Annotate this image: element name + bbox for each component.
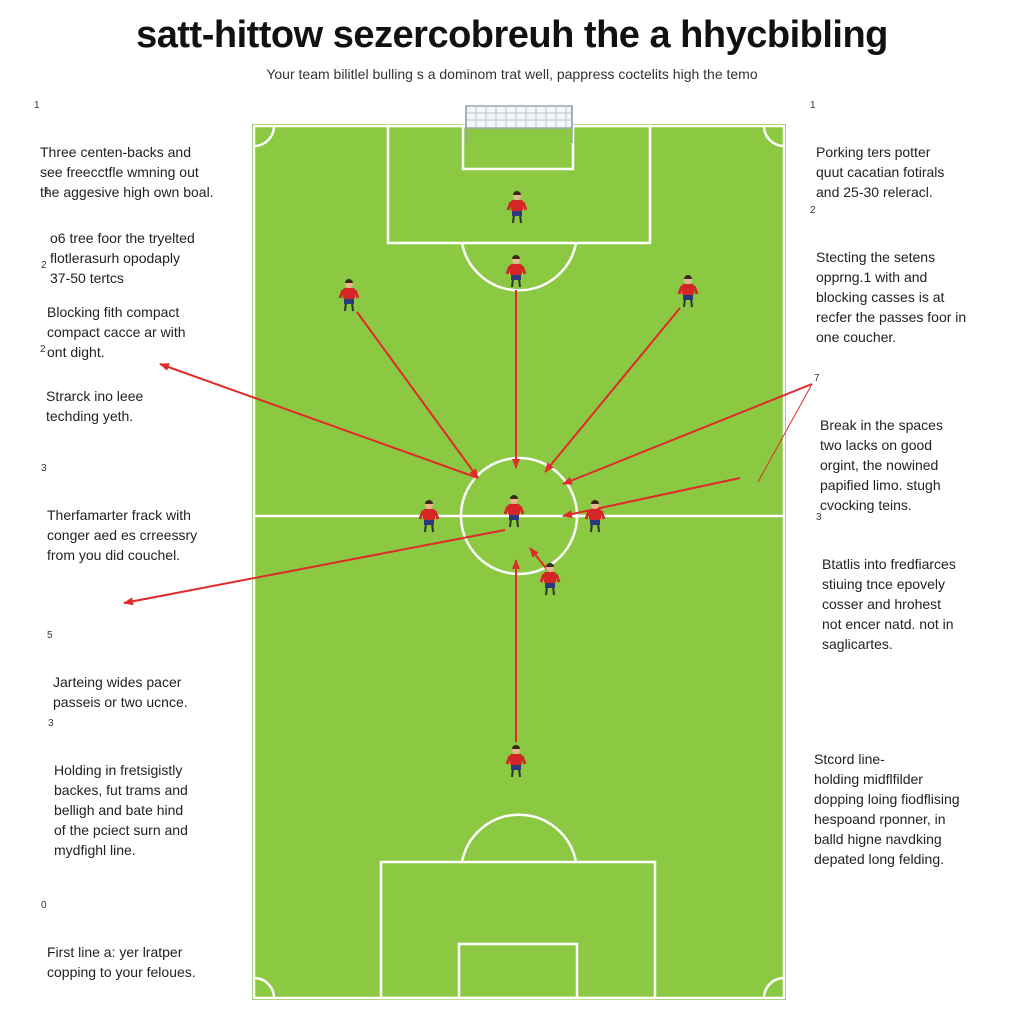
note-number: 2 bbox=[41, 260, 47, 271]
note-number: 2 bbox=[810, 205, 816, 216]
note-text: o6 tree foor the tryelted flotlerasurh o… bbox=[50, 230, 195, 286]
right-note-5: Stcord line- holding midflfilder dopping… bbox=[814, 709, 960, 869]
note-number: 7 bbox=[814, 373, 820, 384]
bottom-penalty-arc bbox=[460, 813, 578, 863]
note-text: Blocking fith compact compact cacce ar w… bbox=[47, 304, 186, 360]
top-goal-net bbox=[465, 105, 573, 143]
note-number: 3 bbox=[41, 463, 47, 474]
note-text: Holding in fretsigistly backes, fut tram… bbox=[54, 762, 188, 858]
left-note-6: 5 Jarteing wides pacer passeis or two uc… bbox=[47, 630, 188, 712]
note-text: Stecting the setens opprng.1 with and bl… bbox=[816, 249, 967, 345]
page-subtitle: Your team bilitlel bulling s a dominom t… bbox=[266, 66, 758, 82]
corner-arc-br bbox=[762, 976, 785, 999]
note-text: Break in the spaces two lacks on good or… bbox=[820, 417, 943, 513]
note-text: Therfamarter frack with conger aed es cr… bbox=[47, 507, 198, 563]
player-3 bbox=[338, 279, 360, 312]
player-5 bbox=[418, 500, 440, 533]
arrow-group bbox=[123, 290, 813, 742]
note-number: 1 bbox=[34, 100, 40, 111]
left-note-1: 1 Three centen-backs and see freecctfle … bbox=[34, 100, 214, 202]
player-8 bbox=[539, 563, 561, 596]
note-number: 2 bbox=[40, 344, 46, 355]
note-text: Three centen-backs and see freecctfle wm… bbox=[40, 144, 214, 200]
note-text: Porking ters potter quut cacatian fotira… bbox=[816, 144, 945, 200]
left-note-8: 0 First line a: yer lratper copping to y… bbox=[41, 900, 196, 982]
note-number: 3 bbox=[48, 718, 54, 729]
right-note-2: 2 Stecting the setens opprng.1 with and … bbox=[810, 205, 967, 347]
note-text: First line a: yer lratper copping to you… bbox=[47, 944, 196, 980]
right-note-1: 1 Porking ters potter quut cacatian foti… bbox=[810, 100, 945, 202]
arrow-rw-to-center bbox=[544, 307, 681, 473]
player-4 bbox=[677, 275, 699, 308]
right-note-3: 7 Break in the spaces two lacks on good … bbox=[814, 373, 943, 515]
corner-arc-bl bbox=[253, 976, 276, 999]
corner-arc-tl bbox=[253, 125, 276, 148]
note-number: 5 bbox=[47, 630, 53, 641]
left-note-2: 1 o6 tree foor the tryelted flotlerasurh… bbox=[44, 186, 195, 288]
page-title: satt-hittow sezercobreuh the a hhycbibli… bbox=[136, 14, 888, 56]
center-circle bbox=[459, 456, 579, 576]
arrow-lw-to-center bbox=[356, 311, 479, 479]
pitch-grass bbox=[252, 124, 786, 1000]
left-note-7: 3 Holding in fretsigistly backes, fut tr… bbox=[48, 718, 188, 860]
note-text: Btatlis into fredfiarces stiuing tnce ep… bbox=[822, 556, 956, 652]
player-9 bbox=[505, 745, 527, 778]
note-number: 1 bbox=[810, 100, 816, 111]
arrow-center-to-left-low bbox=[123, 529, 506, 606]
left-note-4: 2 Strarck ino leee techding yeth. bbox=[40, 344, 144, 426]
player-7 bbox=[584, 500, 606, 533]
note-number: 0 bbox=[41, 900, 47, 911]
left-note-3: 2 Blocking fith compact compact cacce ar… bbox=[41, 260, 186, 362]
player-6 bbox=[503, 495, 525, 528]
right-note-4: 3 Btatlis into fredfiarces stiuing tnce … bbox=[816, 512, 956, 654]
arrow-center-to-left-out bbox=[159, 363, 479, 479]
note-text: Jarteing wides pacer passeis or two ucnc… bbox=[53, 674, 188, 710]
annotation-leader-line bbox=[757, 383, 813, 483]
corner-arc-tr bbox=[762, 125, 785, 148]
note-text: Stcord line- holding midflfilder dopping… bbox=[814, 751, 960, 867]
arrow-lower-right-to-center bbox=[529, 547, 550, 573]
top-penalty-arc bbox=[460, 242, 578, 292]
arrow-right-out-to-center bbox=[562, 383, 813, 485]
note-number: 1 bbox=[44, 186, 50, 197]
players bbox=[338, 191, 699, 778]
note-text: Strarck ino leee techding yeth. bbox=[46, 388, 144, 424]
player-2 bbox=[505, 255, 527, 288]
bottom-goal-area bbox=[457, 942, 579, 1000]
left-note-5: 3 Therfamarter frack with conger aed es … bbox=[41, 463, 198, 565]
note-number: 3 bbox=[816, 512, 822, 523]
player-1 bbox=[506, 191, 528, 224]
